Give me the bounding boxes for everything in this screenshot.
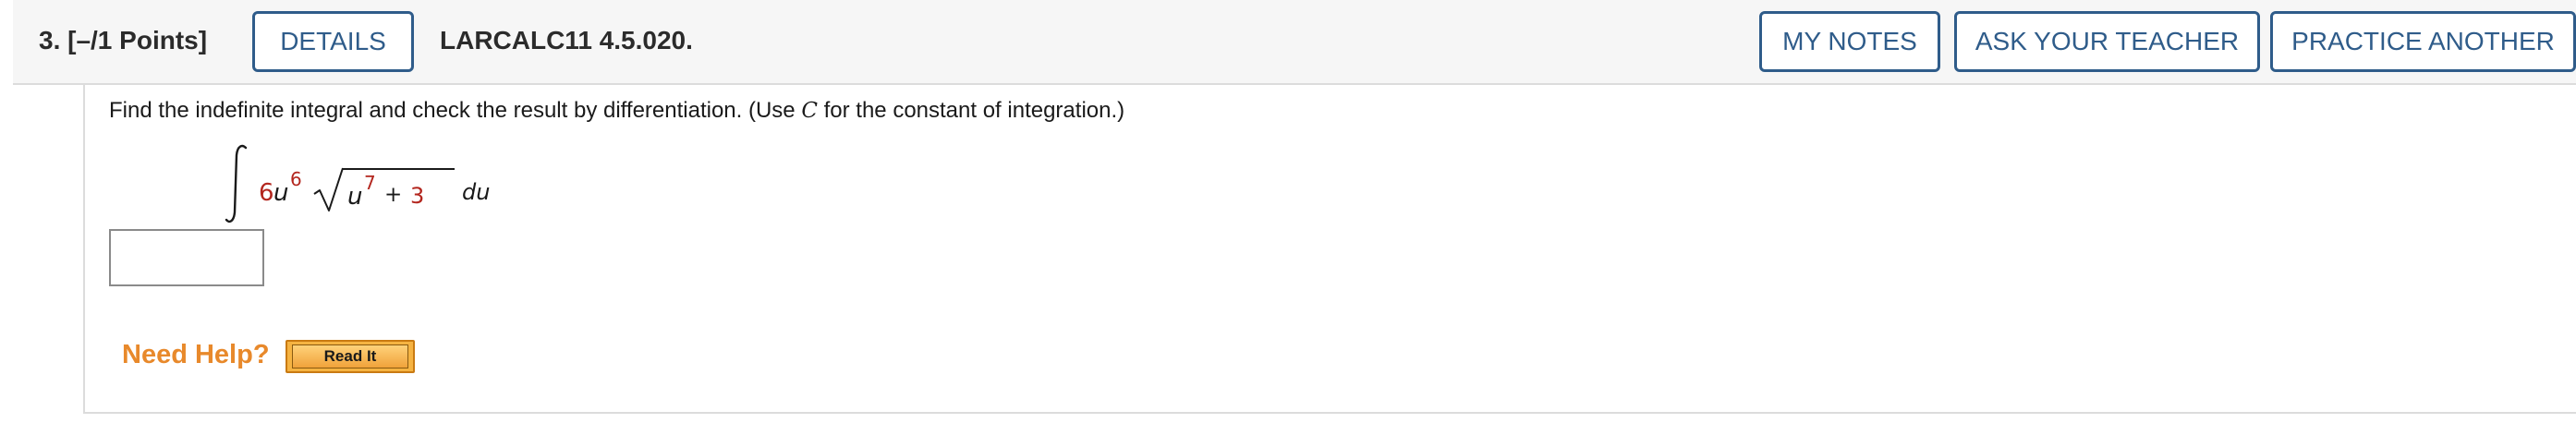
answer-input[interactable] <box>109 229 264 286</box>
question-number-points: 3. [–/1 Points] <box>39 26 208 54</box>
read-it-button[interactable]: Read It <box>286 340 415 373</box>
question-instructions: Find the indefinite integral and check t… <box>109 98 1124 124</box>
integral-expression: 6 u 6 u 7 + 3 du <box>224 142 556 235</box>
radicand-constant: 3 <box>410 183 425 209</box>
square-root-icon <box>313 167 344 211</box>
radical-overline <box>342 168 455 170</box>
question-header: 3. [–/1 Points] DETAILS LARCALC11 4.5.02… <box>13 0 2576 85</box>
ask-your-teacher-button[interactable]: ASK YOUR TEACHER <box>1954 11 2260 72</box>
plus-sign: + <box>384 183 403 207</box>
integral-differential: du <box>462 179 491 205</box>
my-notes-button[interactable]: MY NOTES <box>1759 11 1940 72</box>
instructions-text-start: Find the indefinite integral and check t… <box>109 98 802 123</box>
need-help-label: Need Help? <box>122 340 270 369</box>
integrand-coefficient: 6 <box>259 179 274 207</box>
question-content: Find the indefinite integral and check t… <box>83 85 2576 414</box>
integrand-variable: u <box>273 179 289 207</box>
instructions-text-end: for the constant of integration.) <box>817 98 1125 123</box>
instructions-constant-variable: C <box>801 99 818 123</box>
practice-another-button[interactable]: PRACTICE ANOTHER <box>2270 11 2576 72</box>
integral-sign-icon <box>225 144 248 224</box>
inner-exponent: 7 <box>364 172 376 194</box>
outer-exponent: 6 <box>290 168 302 190</box>
course-code: LARCALC11 4.5.020. <box>440 26 693 54</box>
details-button[interactable]: DETAILS <box>252 11 414 72</box>
radicand-variable: u <box>347 183 363 211</box>
read-it-label: Read It <box>292 344 408 369</box>
